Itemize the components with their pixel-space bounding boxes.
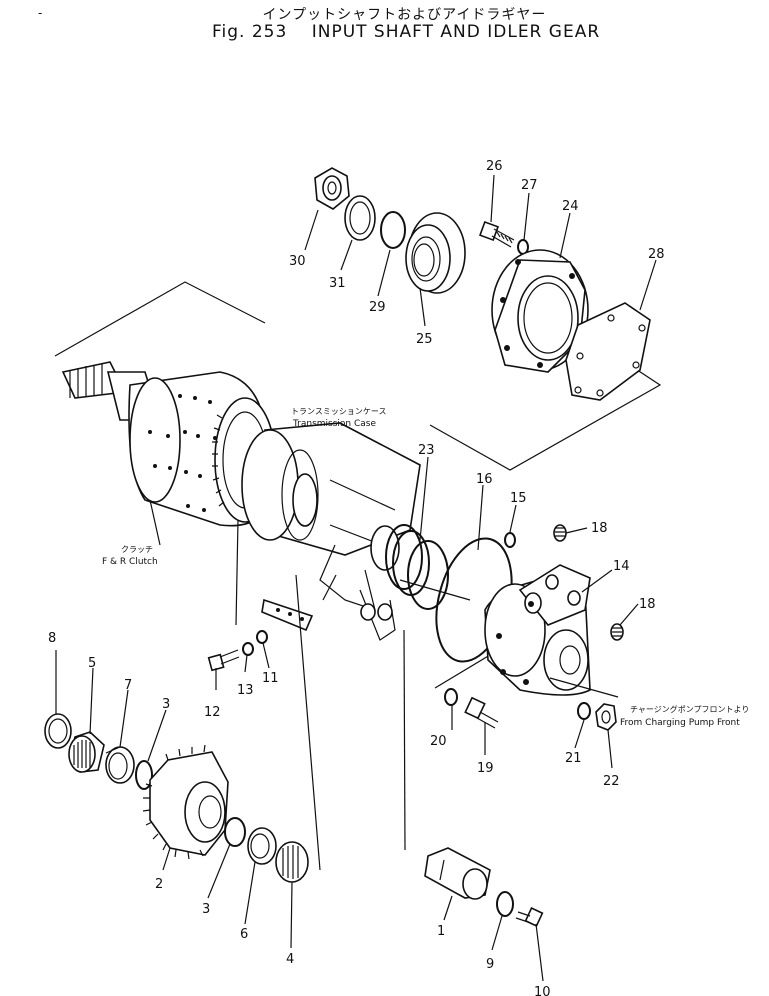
figure-title-text: INPUT SHAFT AND IDLER GEAR — [311, 22, 601, 42]
o-ring-15 — [504, 532, 516, 548]
bracket-support — [319, 544, 396, 641]
bolt-12 — [207, 649, 240, 672]
nut-22 — [595, 703, 617, 731]
part-number-13: 13 — [237, 683, 254, 698]
plug-18-right — [610, 623, 624, 641]
part-number-10: 10 — [534, 985, 551, 996]
part-number-labels: 30 31 29 25 26 27 24 28 23 16 15 18 14 1… — [48, 159, 665, 996]
charging-pump-label: From Charging Pump Front — [620, 718, 740, 728]
part-number-29: 29 — [369, 300, 386, 315]
part-number-4: 4 — [286, 952, 294, 967]
part-number-28: 28 — [648, 247, 665, 262]
part-number-18-upper: 18 — [591, 521, 608, 536]
washer-13 — [242, 642, 254, 656]
idler-shaft-1 — [424, 847, 491, 900]
part-number-5: 5 — [88, 656, 96, 671]
part-number-1: 1 — [437, 924, 445, 939]
o-ring-9 — [496, 891, 514, 917]
bearing-5 — [68, 731, 105, 773]
bearing-4 — [275, 841, 309, 883]
part-number-3-upper: 3 — [162, 697, 170, 712]
o-ring-11 — [256, 630, 268, 644]
spacer-6 — [247, 827, 277, 865]
part-number-27: 27 — [521, 178, 538, 193]
title-japanese: インプットシャフトおよびアイドラギヤー — [262, 7, 547, 23]
part-number-23: 23 — [418, 443, 435, 458]
part-number-2: 2 — [155, 877, 163, 892]
part-number-8: 8 — [48, 631, 56, 646]
part-number-14: 14 — [613, 559, 630, 574]
idler-gear-2 — [142, 744, 229, 860]
clutch-label: F & R Clutch — [102, 557, 158, 567]
clutch-label-jp: クラッチ — [121, 545, 153, 554]
part-number-21: 21 — [565, 751, 582, 766]
snap-ring-29 — [380, 211, 406, 249]
pump-housing-14 — [484, 564, 591, 696]
corner-dash: - — [38, 6, 43, 20]
part-number-12: 12 — [204, 705, 221, 720]
part-number-7: 7 — [124, 678, 132, 693]
part-number-15: 15 — [510, 491, 527, 506]
part-number-25: 25 — [416, 332, 433, 347]
part-number-3-lower: 3 — [202, 902, 210, 917]
lock-plate — [261, 598, 314, 632]
figure-title: Fig. 253 INPUT SHAFT AND IDLER GEAR — [212, 22, 600, 42]
transmission-case-label-jp: トランスミッションケース — [291, 407, 386, 416]
charging-pump-label-jp: チャージングポンプフロントより — [630, 704, 749, 714]
leader-lines — [55, 174, 657, 982]
washer-20 — [444, 688, 458, 706]
bolt-26 — [479, 221, 515, 248]
part-number-11: 11 — [262, 671, 279, 686]
ring-8 — [44, 713, 72, 749]
bolt-19 — [464, 696, 499, 729]
part-number-30: 30 — [289, 254, 306, 269]
part-number-20: 20 — [430, 734, 447, 749]
transmission-case-label: Transmission Case — [292, 419, 376, 429]
part-number-9: 9 — [486, 957, 494, 972]
bolt-10 — [515, 907, 544, 927]
plug-18-upper — [553, 524, 567, 542]
washer-31 — [344, 195, 376, 241]
part-number-6: 6 — [240, 927, 248, 942]
part-number-19: 19 — [477, 761, 494, 776]
retainer-24 — [491, 249, 589, 373]
bearing-25 — [405, 212, 466, 294]
part-number-26: 26 — [486, 159, 503, 174]
snap-ring-3-upper — [135, 760, 153, 790]
snap-ring-3-lower — [224, 817, 246, 847]
transmission-case-housing — [241, 422, 421, 571]
part-number-18-right: 18 — [639, 597, 656, 612]
annotations: トランスミッションケース Transmission Case クラッチ F & … — [102, 407, 749, 728]
part-number-16: 16 — [476, 472, 493, 487]
part-number-31: 31 — [329, 276, 346, 291]
seal-rings-23 — [385, 524, 449, 610]
gasket-28 — [565, 302, 651, 401]
figure-number: Fig. 253 — [212, 22, 288, 42]
part-number-24: 24 — [562, 199, 579, 214]
nut-30 — [314, 167, 350, 210]
spacer-7 — [105, 746, 135, 784]
washer-21 — [577, 702, 591, 720]
part-number-22: 22 — [603, 774, 620, 789]
